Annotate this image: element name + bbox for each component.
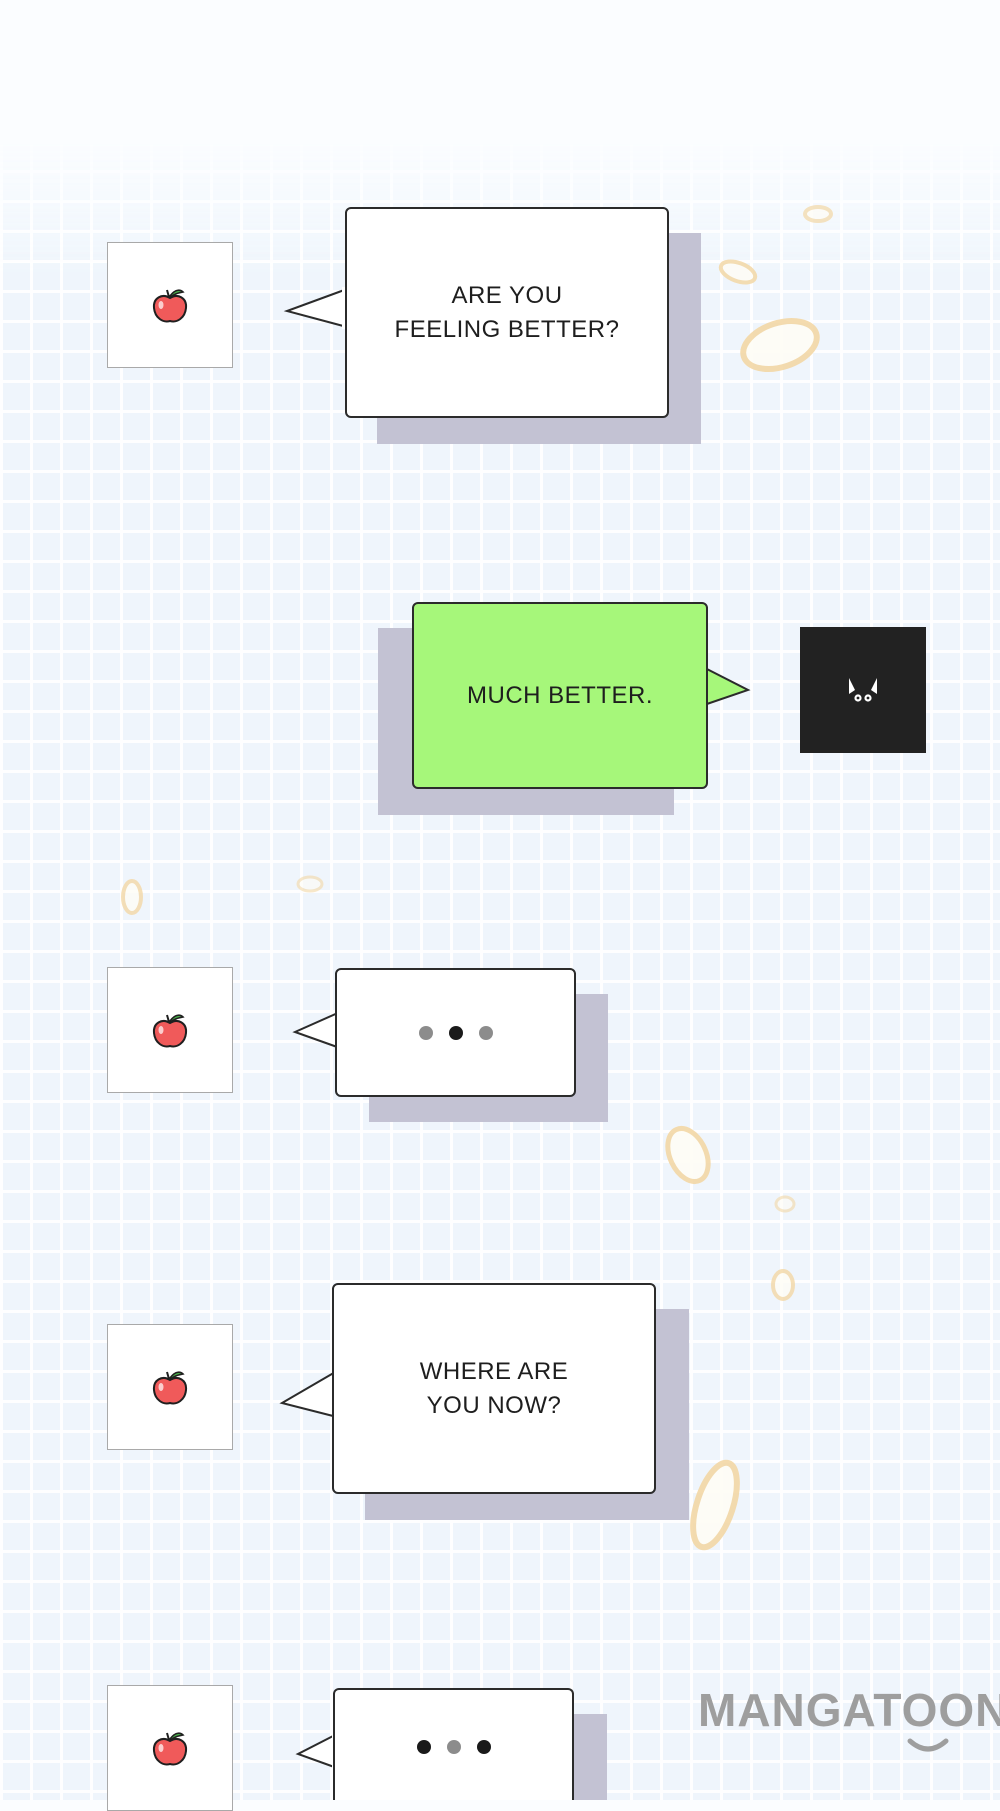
message-text: MUCH BETTER. xyxy=(467,681,653,709)
chat-bubble-left: ARE YOU FEELING BETTER? xyxy=(345,207,669,418)
watermark-logo: MANGATOON xyxy=(698,1683,1000,1753)
petal-icon xyxy=(665,1126,711,1184)
typing-dot xyxy=(416,1740,431,1754)
petal-icon xyxy=(690,1459,740,1551)
avatar-apple xyxy=(107,967,233,1093)
typing-indicator xyxy=(416,1740,491,1754)
cat-face-icon xyxy=(849,678,877,702)
apple-icon xyxy=(152,1014,188,1048)
petal-icon xyxy=(121,879,143,915)
typing-bubble xyxy=(335,968,576,1097)
smile-icon xyxy=(907,1738,949,1752)
petal-icon xyxy=(718,259,758,285)
typing-bubble xyxy=(333,1688,574,1800)
petal-icon xyxy=(296,875,324,893)
typing-dot xyxy=(418,1025,433,1040)
petal-icon xyxy=(771,1269,795,1301)
apple-icon xyxy=(152,1371,188,1405)
petal-icon xyxy=(774,1195,796,1213)
avatar-apple xyxy=(107,242,233,368)
typing-dot xyxy=(446,1740,461,1754)
typing-dot xyxy=(478,1025,493,1040)
typing-dot xyxy=(448,1025,463,1040)
apple-icon xyxy=(152,1732,188,1766)
watermark-text: MANGATOON xyxy=(698,1684,1000,1736)
petal-icon xyxy=(740,318,820,372)
petal-icon xyxy=(803,205,833,223)
typing-dot xyxy=(476,1740,491,1754)
typing-indicator xyxy=(418,1025,493,1040)
message-text: WHERE ARE YOU NOW? xyxy=(419,1357,569,1419)
apple-icon xyxy=(152,289,188,323)
avatar-apple xyxy=(107,1685,233,1811)
bubble-tail xyxy=(295,1732,338,1770)
chat-bubble-right: MUCH BETTER. xyxy=(412,602,708,789)
bubble-tail xyxy=(279,1369,338,1419)
bubble-tail xyxy=(283,287,348,329)
chat-bubble-left: WHERE ARE YOU NOW? xyxy=(332,1283,656,1494)
avatar-apple xyxy=(107,1324,233,1450)
bubble-tail xyxy=(292,1010,341,1050)
message-text: ARE YOU FEELING BETTER? xyxy=(394,281,620,343)
avatar-cat xyxy=(800,627,926,753)
